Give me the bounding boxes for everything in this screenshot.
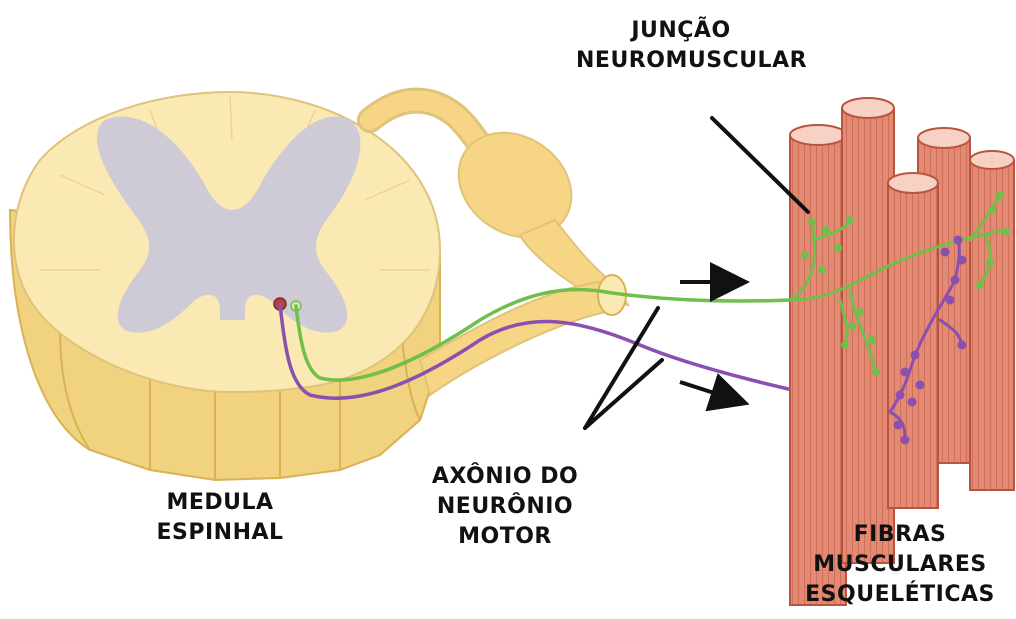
spinal-cord	[10, 92, 440, 480]
leader-lines	[585, 118, 808, 428]
fibers-label-line3: ESQUELÉTICAS	[790, 580, 1010, 610]
axon-leader-2	[585, 360, 662, 428]
axon-leader-1	[585, 308, 658, 428]
axon-label-line2: NEURÔNIO	[420, 492, 590, 522]
fibers-label-line2: MUSCULARES	[790, 550, 1010, 580]
fibers-label-line1: FIBRAS	[790, 520, 1010, 550]
axon-label-line1: AXÔNIO DO	[420, 462, 590, 492]
junction-label-line2: NEUROMUSCULAR	[576, 46, 786, 76]
axon-label-line3: MOTOR	[420, 522, 590, 552]
spinal-cord-label-line2: ESPINHAL	[145, 518, 295, 548]
muscle-fiber	[888, 173, 938, 508]
junction-label-line1: JUNÇÃO	[576, 16, 786, 46]
arrow-lower	[680, 382, 742, 402]
axon-label: AXÔNIO DO NEURÔNIO MOTOR	[420, 462, 590, 552]
muscle-fiber	[970, 151, 1014, 490]
spinal-cord-label: MEDULA ESPINHAL	[145, 488, 295, 548]
junction-label: JUNÇÃO NEUROMUSCULAR	[576, 16, 786, 76]
spinal-cord-label-line1: MEDULA	[145, 488, 295, 518]
muscle-fiber	[842, 98, 894, 563]
fibers-label: FIBRAS MUSCULARES ESQUELÉTICAS	[790, 520, 1010, 610]
